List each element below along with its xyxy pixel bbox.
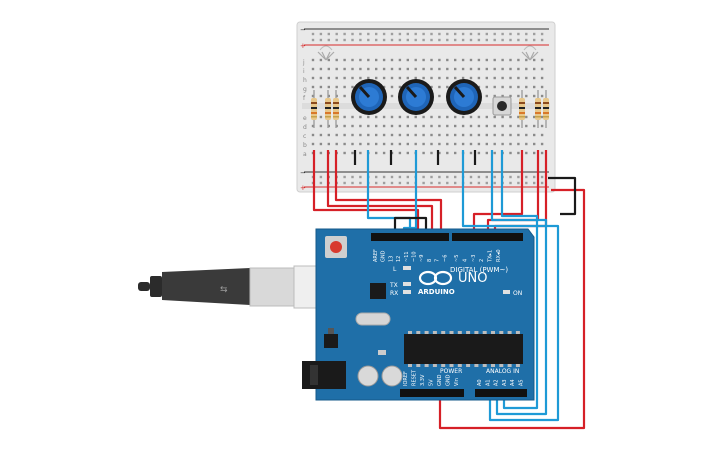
digital-label: DIGITAL (PWM~): [450, 266, 508, 274]
usb-cable-icon[interactable]: ⇆: [138, 265, 317, 309]
potentiometer-1[interactable]: [351, 79, 387, 115]
digital-pin-label: ~6: [442, 255, 448, 262]
rail-minus-label-bottom: −: [300, 169, 306, 177]
digital-pin-label: GND: [381, 250, 387, 262]
pushbutton[interactable]: [492, 96, 512, 116]
digital-pin-label: ~9: [419, 255, 425, 262]
power-pin-label: GND: [446, 374, 452, 386]
breadboard-holes[interactable]: [311, 32, 544, 185]
svg-text:c: c: [303, 133, 306, 140]
wire-black: [548, 176, 577, 216]
wire-blue: [490, 150, 548, 416]
resistor-3[interactable]: [333, 90, 339, 128]
wire-red: [312, 150, 420, 238]
analog-pin-label: A0: [477, 379, 483, 386]
analog-label: ANALOG IN: [486, 368, 519, 375]
wire-red: [438, 188, 586, 430]
digital-pin-label: 2: [479, 259, 485, 262]
svg-text:f: f: [303, 95, 306, 102]
model-label: UNO: [458, 271, 487, 286]
digital-pin-label: 7: [435, 259, 441, 262]
analog-pin-label: A3: [502, 379, 508, 386]
rail-plus-label-bottom: +: [300, 184, 306, 192]
wire-blue: [500, 150, 539, 410]
svg-text:a: a: [303, 151, 307, 158]
resistor-2[interactable]: [325, 90, 331, 128]
analog-pin-label: A1: [485, 379, 491, 386]
power-pin-label: 3.3V: [420, 374, 426, 386]
digital-pin-label: AREF: [373, 249, 379, 262]
power-pin-label: RESET: [412, 369, 418, 386]
on-label: ON: [513, 290, 522, 297]
digital-pin-label: TX▸1: [488, 250, 494, 263]
wire-red: [326, 150, 434, 238]
svg-text:⇆: ⇆: [220, 285, 228, 295]
analog-pin-label: A2: [494, 379, 500, 386]
wires[interactable]: [312, 150, 586, 430]
analog-pin-label: A5: [519, 379, 525, 386]
rgb-led-right[interactable]: [521, 45, 539, 61]
digital-pin-label: ~10: [412, 251, 418, 262]
svg-text:h: h: [303, 77, 307, 84]
svg-text:i: i: [303, 68, 305, 75]
digital-pin-label: ~3: [471, 255, 477, 262]
reset-button-icon[interactable]: [325, 236, 347, 258]
power-pin-label: GND: [437, 374, 443, 386]
power-pin-label: 5V: [429, 379, 435, 386]
digital-pin-label: 13: [388, 256, 394, 262]
digital-pin-label: ~5: [454, 255, 460, 262]
row-letters-bottom: e d c b a: [303, 115, 307, 158]
wire-black: [393, 216, 428, 238]
digital-pin-label: ~11: [404, 251, 410, 262]
brand-label: ARDUINO: [418, 288, 455, 296]
svg-text:e: e: [303, 115, 307, 122]
svg-text:d: d: [303, 124, 307, 131]
power-pin-label: Vin: [454, 378, 460, 386]
rgb-led-left[interactable]: [317, 45, 335, 61]
digital-pin-label: 8: [427, 259, 433, 262]
resistor-4[interactable]: [519, 90, 525, 128]
digital-pin-label: 4: [462, 259, 468, 262]
wire-red: [334, 150, 443, 238]
led-rx-label: RX: [390, 290, 398, 297]
wire-blue: [461, 150, 560, 422]
rail-minus-label: −: [300, 26, 306, 34]
analog-pin-label: A4: [510, 379, 516, 386]
resistor-6[interactable]: [543, 90, 549, 128]
microcontroller-pins: [408, 331, 520, 367]
potentiometer-3[interactable]: [446, 79, 482, 115]
wire-black: [353, 150, 477, 165]
power-label: POWER: [440, 368, 462, 375]
row-letters-top: j i h g f: [302, 59, 307, 102]
resistor-1[interactable]: [311, 90, 317, 128]
digital-pin-label: RX◂0: [496, 249, 502, 262]
potentiometer-2[interactable]: [398, 79, 434, 115]
svg-text:j: j: [302, 59, 305, 66]
power-pin-label: IOREF: [403, 371, 409, 386]
rail-plus-label: +: [300, 42, 306, 50]
digital-pin-label: 12: [396, 256, 402, 262]
resistor-5[interactable]: [535, 90, 541, 128]
svg-text:g: g: [303, 86, 307, 93]
led-tx-label: TX: [389, 282, 398, 289]
led-l-label: L: [393, 266, 397, 273]
infinity-logo-icon: [418, 270, 453, 286]
svg-text:b: b: [303, 142, 307, 149]
